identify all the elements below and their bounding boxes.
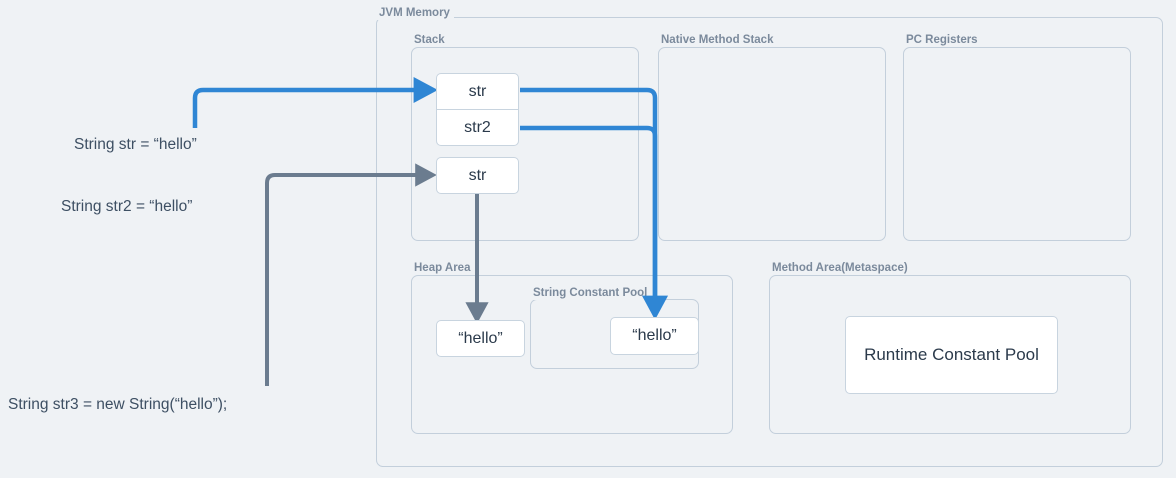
stack-var-str2[interactable]: str2 (436, 110, 519, 146)
stack-var-str[interactable]: str (436, 73, 519, 110)
native-method-stack-region (658, 47, 886, 241)
code-line-str3: String str3 = new String(“hello”); (8, 396, 228, 413)
native-method-stack-label: Native Method Stack (659, 33, 778, 47)
heap-object-hello[interactable]: “hello” (436, 320, 525, 357)
code-line-str2: String str2 = “hello” (61, 198, 193, 215)
constant-pool-object-hello[interactable]: “hello” (610, 317, 699, 355)
method-area-label: Method Area(Metaspace) (770, 261, 912, 275)
runtime-constant-pool-box[interactable]: Runtime Constant Pool (845, 316, 1058, 394)
string-constant-pool-label: String Constant Pool (531, 286, 652, 300)
code-line-str: String str = “hello” (74, 136, 197, 153)
stack-var-str3[interactable]: str (436, 157, 519, 194)
method-area-region (769, 275, 1131, 434)
jvm-memory-label: JVM Memory (377, 6, 454, 20)
heap-area-label: Heap Area (412, 261, 475, 275)
pc-registers-region (903, 47, 1131, 241)
pc-registers-label: PC Registers (904, 33, 982, 47)
stack-label: Stack (412, 33, 449, 47)
